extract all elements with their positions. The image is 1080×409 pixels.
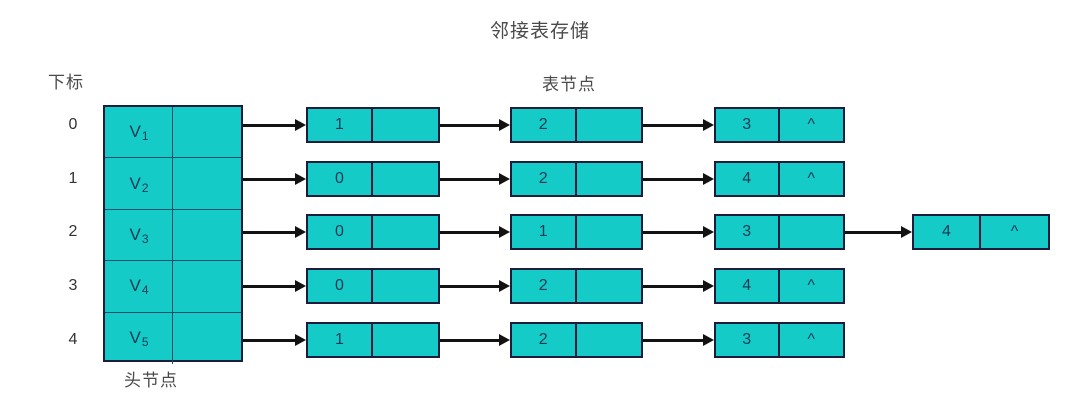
list-node: 0	[306, 268, 440, 304]
arrow-head-to-node	[243, 173, 306, 185]
list-node-value: 0	[308, 270, 373, 302]
list-node-value: 2	[512, 109, 577, 141]
list-node-value: 3	[716, 324, 780, 356]
list-node-null-pointer: ^	[807, 116, 815, 133]
arrow-head-to-node	[243, 280, 306, 292]
list-node-value: 1	[308, 324, 373, 356]
list-node: 2	[510, 268, 643, 304]
arrow-node-to-node	[440, 119, 510, 131]
list-node: 4^	[714, 268, 845, 304]
list-node-value: 0	[308, 163, 373, 195]
page-title: 邻接表存储	[489, 21, 590, 42]
list-node-value: 4	[716, 163, 780, 195]
arrow-node-to-node	[440, 226, 510, 238]
list-node-pointer	[373, 324, 438, 356]
list-node: 1	[510, 214, 643, 250]
list-node-value: 1	[308, 109, 373, 141]
list-node-null-pointer: ^	[807, 331, 815, 348]
caption-head-node: 头节点	[124, 371, 178, 390]
caption-index: 下标	[48, 73, 84, 92]
head-node-pointer	[173, 261, 241, 311]
list-node-null-pointer: ^	[807, 170, 815, 187]
list-node: 3^	[714, 107, 845, 143]
list-node-pointer	[577, 109, 642, 141]
list-node-value: 2	[512, 324, 577, 356]
head-node-pointer	[173, 210, 241, 260]
list-node-pointer	[577, 163, 642, 195]
arrow-node-to-node	[643, 173, 714, 185]
list-node-null-pointer: ^	[1010, 223, 1019, 240]
head-node-pointer	[173, 107, 241, 157]
arrow-node-to-node	[643, 119, 714, 131]
list-node-value: 2	[512, 163, 577, 195]
list-node-value: 2	[512, 270, 577, 302]
index-label-3: 3	[68, 277, 78, 294]
list-node: 0	[306, 161, 440, 197]
list-node-value: 0	[308, 216, 373, 248]
list-node-value: 1	[512, 216, 577, 248]
list-node-null-pointer: ^	[807, 277, 815, 294]
list-node: 3^	[714, 322, 845, 358]
list-node-pointer	[373, 109, 438, 141]
index-label-0: 0	[68, 116, 78, 133]
list-node: 1	[306, 107, 440, 143]
list-node: 2	[510, 161, 643, 197]
list-node-value: 4	[914, 216, 981, 248]
arrow-node-to-node	[440, 173, 510, 185]
list-node: 2	[510, 107, 643, 143]
list-node-pointer	[780, 216, 844, 248]
list-node: 3	[714, 214, 845, 250]
list-node-pointer	[577, 216, 642, 248]
arrow-node-to-node	[845, 226, 912, 238]
list-node-pointer	[577, 324, 642, 356]
list-node: 4^	[912, 214, 1050, 250]
arrow-node-to-node	[440, 280, 510, 292]
caption-list-node: 表节点	[542, 75, 596, 94]
head-node-pointer	[173, 158, 241, 208]
arrow-node-to-node	[643, 280, 714, 292]
list-node: 1	[306, 322, 440, 358]
list-node-pointer	[577, 270, 642, 302]
list-node-pointer	[373, 216, 438, 248]
arrow-node-to-node	[643, 334, 714, 346]
list-node: 2	[510, 322, 643, 358]
list-node-pointer	[373, 270, 438, 302]
index-label-2: 2	[68, 223, 78, 240]
arrow-head-to-node	[243, 226, 306, 238]
arrow-head-to-node	[243, 334, 306, 346]
list-node: 0	[306, 214, 440, 250]
head-node-pointer	[173, 313, 241, 364]
list-node-value: 3	[716, 216, 780, 248]
list-node-value: 3	[716, 109, 780, 141]
arrow-head-to-node	[243, 119, 306, 131]
list-node-pointer	[373, 163, 438, 195]
arrow-node-to-node	[440, 334, 510, 346]
list-node-value: 4	[716, 270, 780, 302]
list-node: 4^	[714, 161, 845, 197]
index-label-1: 1	[68, 170, 78, 187]
arrow-node-to-node	[643, 226, 714, 238]
index-label-4: 4	[68, 331, 78, 348]
